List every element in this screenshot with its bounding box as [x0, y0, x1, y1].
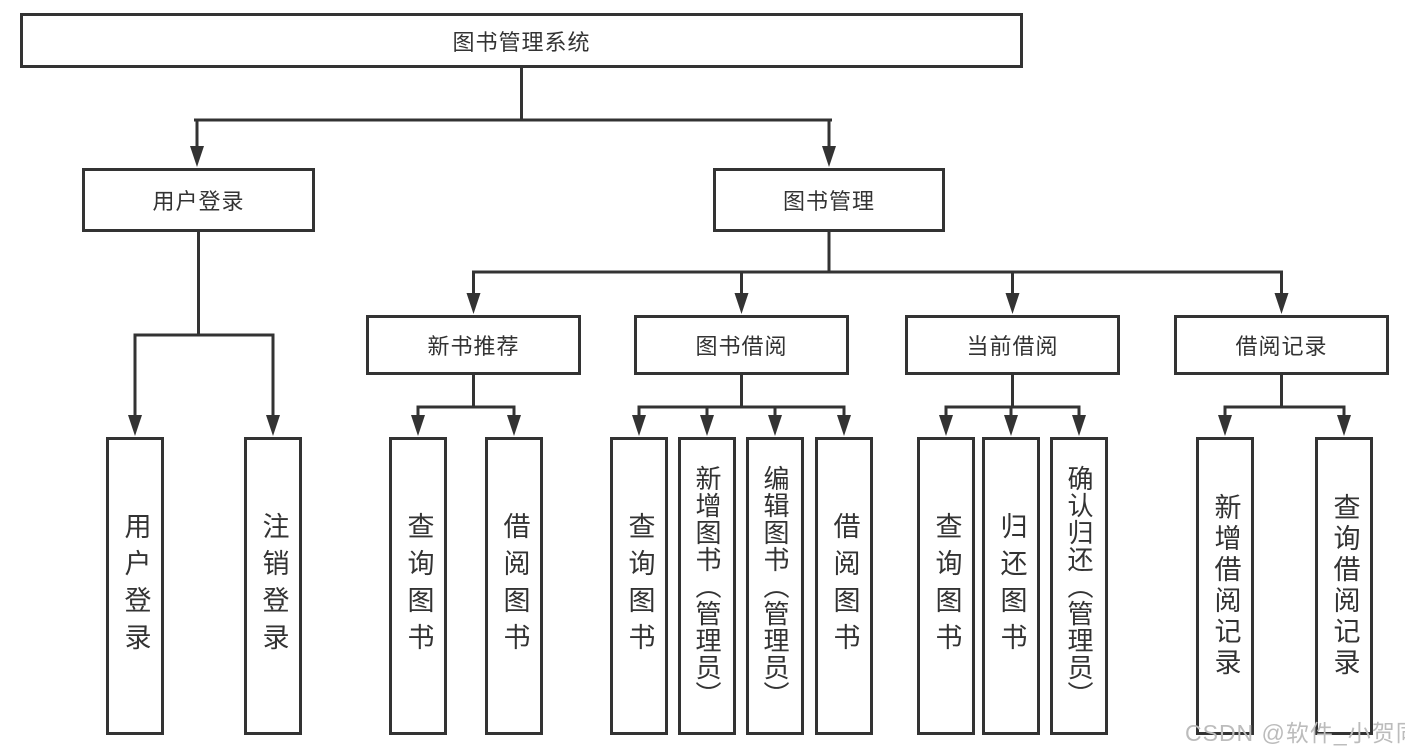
watermark: CSDN @软件_小贺同学: [1185, 720, 1405, 746]
connector-root-to-level2: [190, 68, 836, 167]
node-label: 借阅图书: [499, 512, 530, 660]
connector-current-borrowing-children: [939, 375, 1086, 436]
node-new-book-recommendation: 新书推荐: [366, 315, 581, 375]
node-label: 注销登录: [258, 512, 289, 660]
leaf-borrow-books-recommend: 借阅图书: [485, 437, 543, 735]
leaf-logout: 注销登录: [244, 437, 302, 735]
leaf-user-login: 用户登录: [106, 437, 164, 735]
connector-book-management-to-level3: [466, 232, 1289, 314]
node-label: 归还图书: [996, 512, 1027, 660]
node-label: 新增图书（管理员）: [692, 464, 722, 708]
node-current-borrowing: 当前借阅: [905, 315, 1120, 375]
node-label: 图书借阅: [695, 334, 788, 359]
node-label: 新书推荐: [427, 334, 520, 359]
node-label: 图书管理: [782, 189, 875, 214]
node-label: 用户登录: [152, 189, 245, 214]
leaf-query-books-recommend: 查询图书: [389, 437, 447, 735]
node-label: 图书管理系统: [452, 29, 591, 55]
leaf-query-books-current: 查询图书: [917, 437, 975, 735]
node-label: 查询图书: [624, 512, 655, 660]
connector-new-book-children: [411, 375, 521, 436]
connector-book-borrowing-children: [632, 375, 851, 436]
leaf-add-books-admin: 新增图书（管理员）: [678, 437, 736, 735]
leaf-confirm-return-admin: 确认归还（管理员）: [1050, 437, 1108, 735]
node-label: 编辑图书（管理员）: [760, 464, 790, 708]
connector-user-login-children: [128, 232, 280, 436]
node-label: 借阅记录: [1235, 334, 1328, 359]
leaf-query-borrow-record: 查询借阅记录: [1315, 437, 1373, 735]
node-label: 当前借阅: [966, 334, 1059, 359]
leaf-borrow-books-borrowing: 借阅图书: [815, 437, 873, 735]
leaf-add-borrow-record: 新增借阅记录: [1196, 437, 1254, 735]
node-label: 查询借阅记录: [1329, 493, 1360, 679]
node-label: 查询图书: [931, 512, 962, 660]
node-label: 用户登录: [120, 512, 151, 660]
leaf-edit-books-admin: 编辑图书（管理员）: [746, 437, 804, 735]
node-label: 确认归还（管理员）: [1064, 464, 1094, 708]
node-user-login: 用户登录: [82, 168, 315, 232]
connector-borrowing-records-children: [1218, 375, 1351, 436]
node-book-borrowing: 图书借阅: [634, 315, 849, 375]
leaf-query-books-borrowing: 查询图书: [610, 437, 668, 735]
node-label: 借阅图书: [829, 512, 860, 660]
node-library-management-system: 图书管理系统: [20, 13, 1023, 68]
node-borrowing-records: 借阅记录: [1174, 315, 1389, 375]
node-label: 新增借阅记录: [1210, 493, 1241, 679]
leaf-return-books: 归还图书: [982, 437, 1040, 735]
node-label: 查询图书: [403, 512, 434, 660]
node-book-management: 图书管理: [713, 168, 945, 232]
